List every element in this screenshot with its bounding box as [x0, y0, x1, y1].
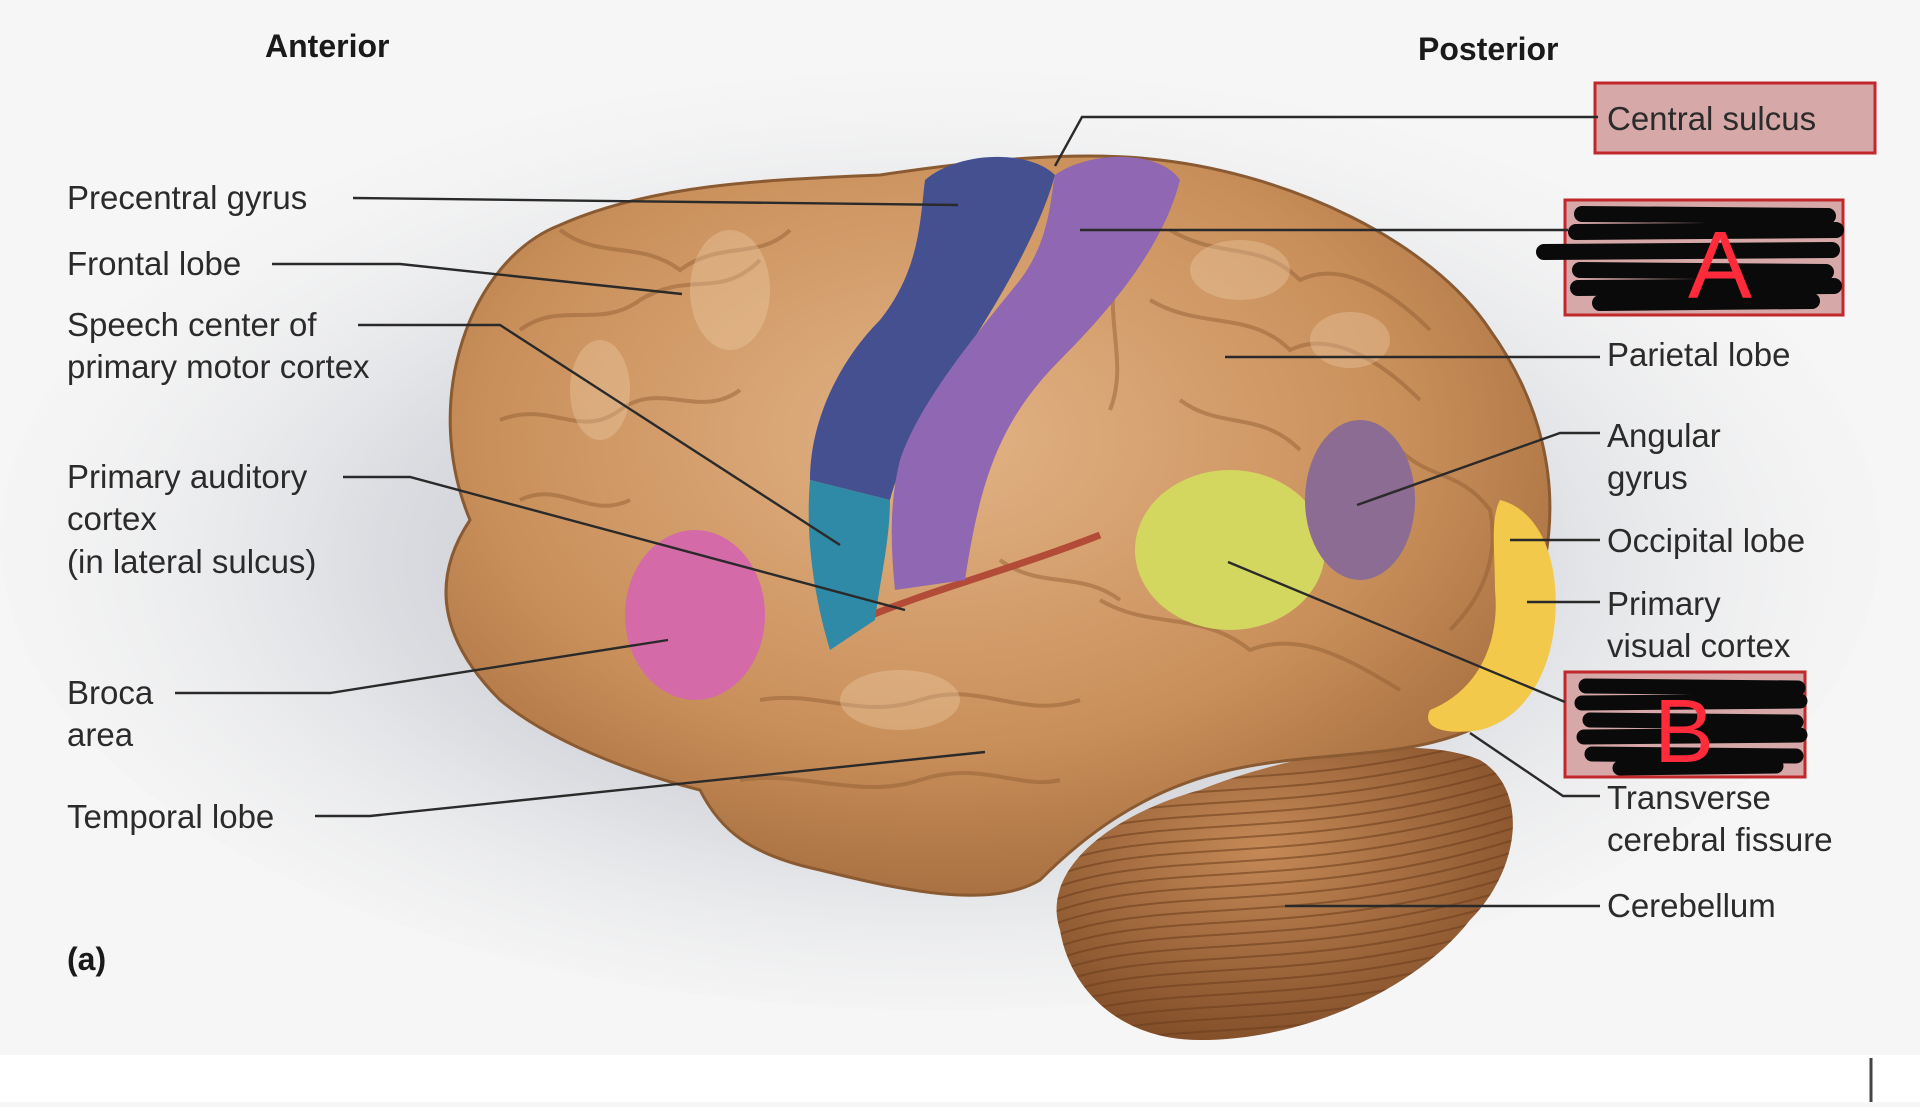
angular-gyrus-region — [1305, 420, 1415, 580]
cerebellum-shape — [1056, 747, 1513, 1040]
speech-center-label-line2: primary motor cortex — [67, 348, 370, 385]
primary-auditory-label-line2: cortex — [67, 500, 157, 537]
wernicke-area-region — [1135, 470, 1325, 630]
cerebellum-label: Cerebellum — [1607, 887, 1776, 924]
leader-primary-auditory — [343, 475, 906, 612]
temporal-lobe-label: Temporal lobe — [67, 798, 274, 835]
transverse-fissure-label-line2: cerebral fissure — [1607, 821, 1833, 858]
primary-visual-label-line1: Primary — [1607, 585, 1721, 622]
scribble-a-icon — [1536, 206, 1844, 311]
central-sulcus-highlight-box — [1593, 81, 1877, 155]
leader-angular-gyrus — [1356, 431, 1600, 507]
central-sulcus-label: Central sulcus — [1607, 100, 1816, 137]
leader-frontal-lobe — [272, 262, 683, 296]
primary-visual-label-line2: visual cortex — [1607, 627, 1791, 664]
leader-central-sulcus — [1053, 115, 1598, 167]
angular-gyrus-label-line2: gyrus — [1607, 459, 1688, 496]
leader-transverse-fissure — [1469, 732, 1600, 798]
leader-broca — [175, 638, 669, 695]
answer-box-a: A — [1536, 198, 1845, 319]
transverse-fissure-label-line1: Transverse — [1607, 779, 1771, 816]
broca-label-line2: area — [67, 716, 134, 753]
leader-speech-center — [358, 323, 841, 547]
primary-visual-cortex-region — [1428, 500, 1556, 732]
angular-gyrus-label-line1: Angular — [1607, 417, 1721, 454]
answer-box-b: B — [1563, 670, 1808, 782]
bottom-strip — [0, 1055, 1920, 1102]
speech-center-region — [808, 480, 890, 650]
leader-temporal-lobe — [315, 750, 986, 818]
lateral-sulcus — [858, 531, 1102, 624]
answer-b-mark: B — [1654, 682, 1714, 782]
frontal-lobe-label: Frontal lobe — [67, 245, 241, 282]
precentral-gyrus-label: Precentral gyrus — [67, 179, 307, 216]
answer-a-mark: A — [1688, 212, 1752, 319]
broca-area-region — [625, 530, 765, 700]
primary-auditory-label-line1: Primary auditory — [67, 458, 308, 495]
precentral-gyrus-region — [810, 156, 1055, 500]
primary-auditory-label-line3: (in lateral sulcus) — [67, 543, 316, 580]
broca-label-line1: Broca — [67, 674, 154, 711]
speech-center-label-line1: Speech center of — [67, 306, 317, 343]
figure-label: (a) — [67, 941, 106, 977]
scribble-b-icon — [1574, 678, 1808, 776]
leader-lines — [175, 115, 1600, 908]
parietal-lobe-label: Parietal lobe — [1607, 336, 1790, 373]
posterior-heading: Posterior — [1418, 31, 1558, 67]
leader-precentral-gyrus — [352, 196, 959, 207]
occipital-lobe-label: Occipital lobe — [1607, 522, 1805, 559]
leader-answer-b — [1227, 560, 1566, 704]
anterior-heading: Anterior — [265, 28, 389, 64]
postcentral-gyrus-region — [891, 156, 1180, 590]
